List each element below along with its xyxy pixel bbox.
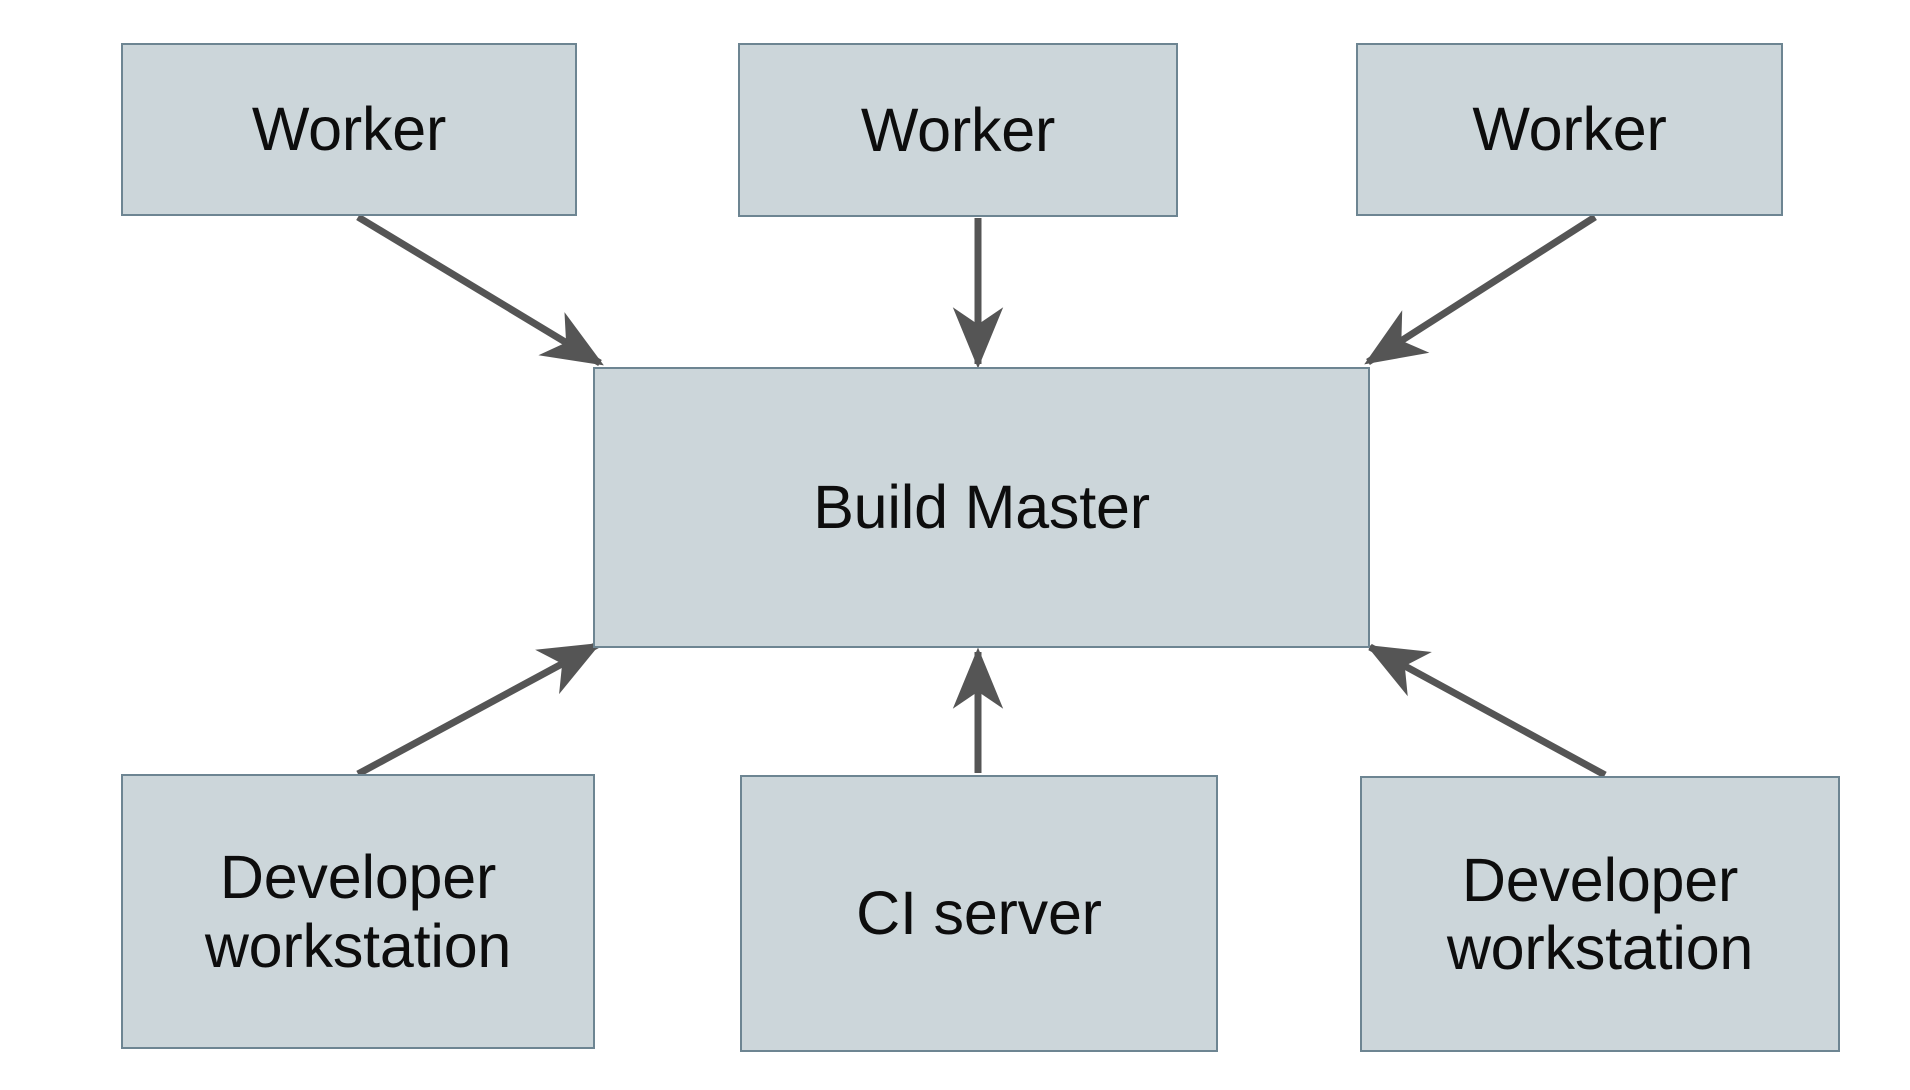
arrow-dev-right-to-build-master (1366, 643, 1607, 779)
node-developer-workstation-left[interactable]: Developer workstation (121, 774, 595, 1049)
node-build-master-label: Build Master (813, 473, 1150, 542)
node-worker-1-label: Worker (251, 95, 447, 164)
node-developer-workstation-left-label: Developer workstation (204, 843, 512, 980)
arrow-worker-3-to-build-master (1364, 214, 1597, 365)
arrow-worker-1-to-build-master (356, 214, 604, 366)
node-ci-server[interactable]: CI server (740, 775, 1218, 1052)
node-ci-server-label: CI server (856, 879, 1102, 948)
node-worker-3-label: Worker (1472, 95, 1667, 164)
node-developer-workstation-right[interactable]: Developer workstation (1360, 776, 1840, 1052)
node-worker-3[interactable]: Worker (1356, 43, 1783, 216)
node-worker-2[interactable]: Worker (738, 43, 1178, 217)
node-build-master[interactable]: Build Master (593, 367, 1370, 648)
node-developer-workstation-right-label: Developer workstation (1446, 845, 1754, 982)
node-worker-2-label: Worker (860, 95, 1056, 164)
node-worker-1[interactable]: Worker (121, 43, 577, 216)
arrow-dev-left-to-build-master (356, 641, 601, 778)
